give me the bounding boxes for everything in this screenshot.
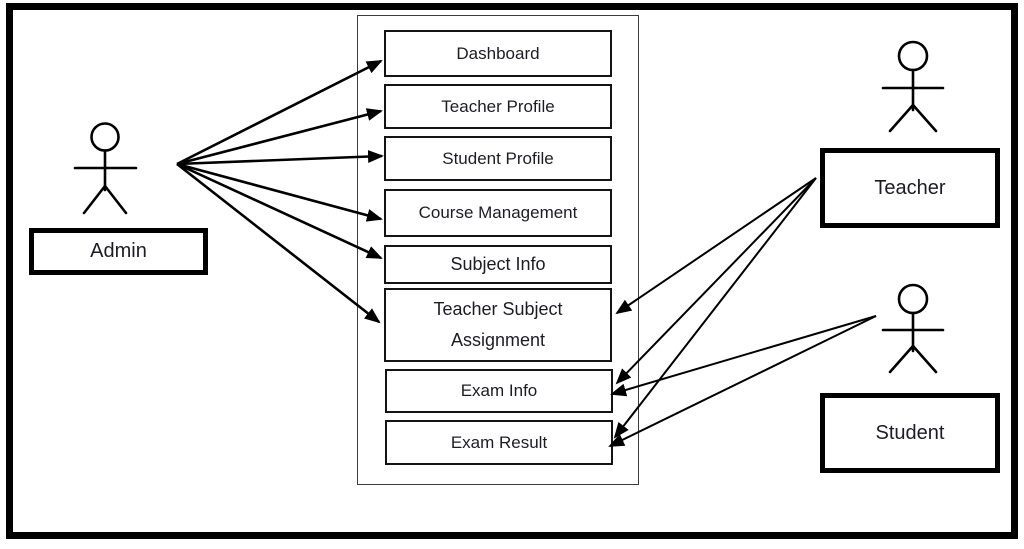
use-case-teacher-profile-label: Teacher Profile <box>441 96 555 116</box>
use-case-subject-info-label: Subject Info <box>450 254 546 274</box>
use-case-student-profile-label: Student Profile <box>442 148 554 168</box>
admin-actor-box: Admin <box>29 228 208 275</box>
use-case-exam-result-label: Exam Result <box>450 432 548 452</box>
use-case-teacher-subject-assignment: Teacher Subject Assignment <box>384 288 612 362</box>
use-case-exam-info: Exam Info <box>385 369 613 413</box>
use-case-subject-info: Subject Info <box>384 245 612 284</box>
use-case-teacher-profile: Teacher Profile <box>384 84 612 129</box>
use-case-tsa-label-line1: Teacher Subject <box>433 299 563 319</box>
use-case-dashboard: Dashboard <box>384 30 612 77</box>
student-actor-label: Student <box>875 421 945 444</box>
use-case-course-management: Course Management <box>384 189 612 237</box>
use-case-student-profile: Student Profile <box>384 136 612 181</box>
student-actor-box: Student <box>820 393 1000 473</box>
use-case-dashboard-label: Dashboard <box>456 43 540 63</box>
use-case-exam-result: Exam Result <box>385 420 613 465</box>
use-case-exam-info-label: Exam Info <box>460 381 538 400</box>
diagram-outer-frame <box>6 3 1018 539</box>
teacher-actor-box: Teacher <box>820 148 1000 228</box>
use-case-tsa-label-line2: Assignment <box>450 330 546 350</box>
teacher-actor-label: Teacher <box>874 176 946 199</box>
admin-actor-label: Admin <box>90 240 147 262</box>
use-case-course-management-label: Course Management <box>418 203 578 222</box>
